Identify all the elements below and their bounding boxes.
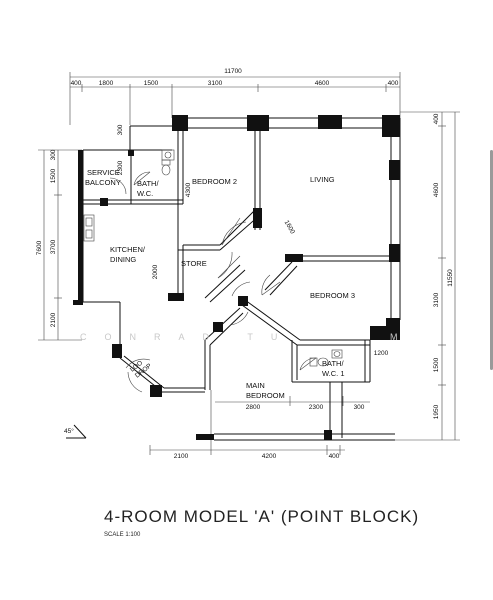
bottom-dimension-lines [149, 390, 345, 455]
dim-kitchen-height: 2000 [152, 264, 159, 279]
dim-bedroom2-height: 4300 [185, 182, 192, 197]
bedroom-2-label: BEDROOM 2 [192, 177, 237, 186]
bath-wc-label-2: W.C. [137, 189, 153, 198]
dim-bottom-2: 4200 [262, 453, 277, 460]
doors [109, 171, 317, 393]
north-angle-indicator: 45° [64, 424, 87, 439]
dim-left-2: 3700 [50, 239, 57, 254]
scrollbar[interactable] [490, 150, 493, 370]
dim-right-2: 4600 [433, 182, 440, 197]
main-bedroom-label-2: BEDROOM [246, 391, 285, 400]
right-dimension-lines [370, 111, 460, 441]
dim-left-1: 1500 [50, 168, 57, 183]
bath-wc-1-label-2: W.C. 1 [322, 369, 345, 378]
service-balcony-label: SERVICE [87, 168, 120, 177]
kitchen-label-2: DINING [110, 255, 136, 264]
dim-top-1: 400 [71, 80, 82, 87]
drawing-scale: SCALE 1:100 [104, 532, 141, 538]
dim-bath1-width: 1200 [374, 350, 389, 357]
main-bedroom-label: MAIN [246, 381, 265, 390]
dim-top-2: 1800 [99, 80, 114, 87]
dim-top-4: 3100 [208, 80, 223, 87]
dim-right-5: 1950 [433, 404, 440, 419]
dim-main-bedroom-right: 2300 [309, 404, 324, 411]
dim-left-total: 7600 [36, 240, 43, 255]
dim-bath-top: 300 [117, 124, 124, 135]
dim-left-top: 300 [50, 149, 57, 160]
dim-top-3: 1500 [144, 80, 159, 87]
dim-living-diagonal: 1600 [283, 219, 296, 235]
dim-right-3: 3100 [433, 292, 440, 307]
dim-main-bedroom-small: 300 [354, 404, 365, 411]
bedroom-3-label: BEDROOM 3 [310, 291, 355, 300]
watermark-text-tail: M [390, 332, 416, 342]
top-dimension-lines [69, 72, 401, 125]
dim-left-3: 2100 [50, 312, 57, 327]
drawing-title: 4-ROOM MODEL 'A' (POINT BLOCK) [104, 507, 419, 526]
dim-balcony-height: 2300 [117, 160, 124, 175]
store-label: STORE [181, 259, 207, 268]
dim-top-total: 11700 [224, 68, 242, 75]
dim-right-total: 11550 [447, 269, 454, 287]
walls [73, 115, 401, 441]
kitchen-label: KITCHEN/ [110, 245, 146, 254]
bath-wc-label: BATH/ [137, 179, 159, 188]
watermark-text: CONRAD TU [80, 332, 295, 342]
left-dimension-lines [38, 149, 82, 341]
bath-wc-1-label: BATH/ [322, 359, 344, 368]
dim-main-bedroom-width: 2800 [246, 404, 261, 411]
dim-right-1: 400 [433, 113, 440, 124]
dim-top-5: 4600 [315, 80, 330, 87]
dim-right-4: 1500 [433, 357, 440, 372]
compass-angle-label: 45° [64, 427, 74, 435]
service-balcony-label-2: BALCONY [85, 178, 121, 187]
dim-top-6: 400 [388, 80, 399, 87]
living-label: LIVING [310, 175, 335, 184]
dim-bottom-1: 2100 [174, 453, 189, 460]
fixtures [83, 149, 343, 367]
dim-bottom-3: 400 [329, 453, 340, 460]
